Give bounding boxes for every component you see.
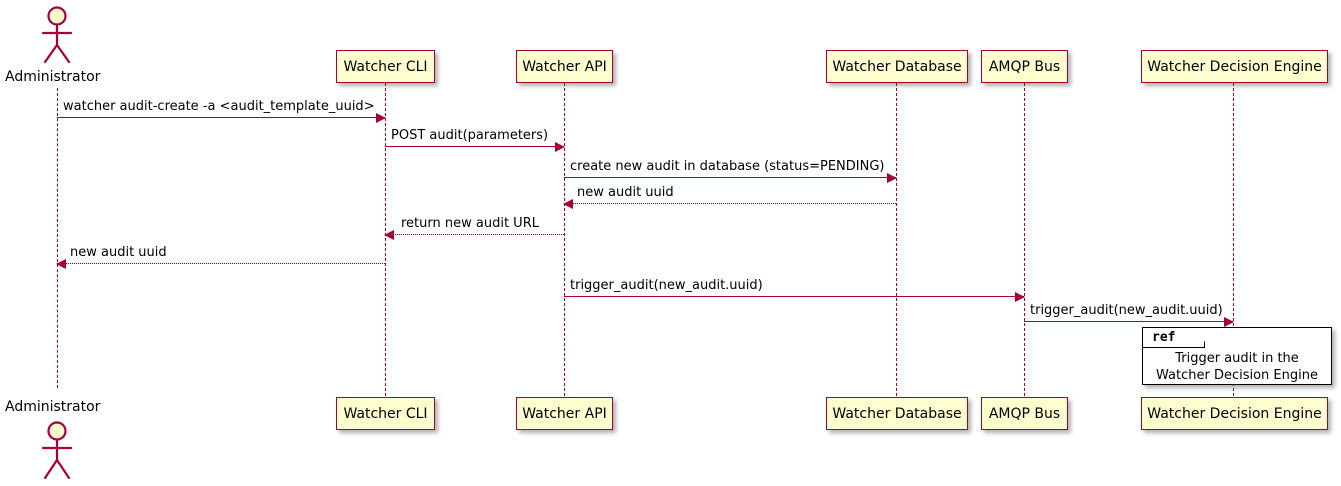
participant-watcher-api-bottom[interactable]: Watcher API — [516, 397, 613, 430]
participant-watcher-cli-bottom[interactable]: Watcher CLI — [336, 397, 435, 430]
lifeline-administrator — [57, 88, 58, 388]
message-label: POST audit(parameters) — [391, 127, 549, 143]
message-label: return new audit URL — [401, 215, 539, 231]
message-line — [57, 117, 385, 118]
participant-watcher-cli-top[interactable]: Watcher CLI — [336, 50, 435, 83]
message-line — [57, 263, 385, 264]
message-label: create new audit in database (status=PEN… — [570, 158, 885, 174]
message-line — [564, 296, 1024, 297]
participant-label-watcher-database-top: Watcher Database — [832, 58, 962, 75]
arrowhead-right-icon — [1224, 316, 1234, 327]
ref-fragment: ref Trigger audit in the Watcher Decisio… — [1142, 327, 1332, 385]
actor-label-administrator-bottom: Administrator — [5, 399, 101, 415]
message-label: new audit uuid — [577, 184, 674, 200]
participant-watcher-database-bottom[interactable]: Watcher Database — [826, 397, 968, 430]
message-line — [564, 177, 896, 178]
participant-watcher-decision-engine-top[interactable]: Watcher Decision Engine — [1141, 50, 1328, 83]
message-line — [385, 146, 564, 147]
message-line — [564, 203, 896, 204]
participant-label-amqp-bus-top: AMQP Bus — [988, 58, 1061, 75]
ref-fragment-line-1: Trigger audit in the — [1175, 351, 1299, 366]
message-label: trigger_audit(new_audit.uuid) — [570, 277, 763, 293]
ref-fragment-body: Trigger audit in the Watcher Decision En… — [1143, 350, 1331, 384]
message-label: watcher audit-create -a <audit_template_… — [63, 98, 375, 114]
lifeline-watcher-api — [564, 83, 565, 396]
message-line — [385, 234, 564, 235]
participant-label-watcher-decision-engine-bottom: Watcher Decision Engine — [1147, 405, 1322, 422]
actor-label-administrator-top: Administrator — [5, 69, 101, 85]
ref-fragment-line-2: Watcher Decision Engine — [1156, 368, 1318, 383]
participant-label-watcher-decision-engine-top: Watcher Decision Engine — [1147, 58, 1322, 75]
message-label: trigger_audit(new_audit.uuid) — [1030, 302, 1223, 318]
arrowhead-left-icon — [56, 258, 66, 269]
participant-label-watcher-database-bottom: Watcher Database — [832, 405, 962, 422]
participant-label-watcher-api-bottom: Watcher API — [522, 405, 607, 422]
lifeline-watcher-database — [896, 83, 897, 396]
lifeline-watcher-decision-engine — [1233, 83, 1234, 396]
participant-label-amqp-bus-bottom: AMQP Bus — [988, 405, 1061, 422]
participant-amqp-bus-bottom[interactable]: AMQP Bus — [981, 397, 1068, 430]
participant-amqp-bus-top[interactable]: AMQP Bus — [981, 50, 1068, 83]
arrowhead-right-icon — [887, 172, 897, 183]
participant-watcher-database-top[interactable]: Watcher Database — [826, 50, 968, 83]
participant-watcher-decision-engine-bottom[interactable]: Watcher Decision Engine — [1141, 397, 1328, 430]
arrowhead-left-icon — [563, 198, 573, 209]
participant-watcher-api-top[interactable]: Watcher API — [516, 50, 613, 83]
participant-label-watcher-api-top: Watcher API — [522, 58, 607, 75]
message-label: new audit uuid — [70, 244, 167, 260]
arrowhead-left-icon — [384, 229, 394, 240]
actor-administrator-top — [34, 5, 80, 64]
arrowhead-right-icon — [376, 112, 386, 123]
message-line — [1024, 321, 1233, 322]
participant-label-watcher-cli-bottom: Watcher CLI — [343, 405, 428, 422]
arrowhead-right-icon — [555, 141, 565, 152]
actor-administrator-bottom — [34, 420, 80, 480]
participant-label-watcher-cli-top: Watcher CLI — [343, 58, 428, 75]
ref-fragment-tag: ref — [1152, 330, 1176, 345]
lifeline-amqp-bus — [1024, 83, 1025, 396]
arrowhead-right-icon — [1015, 291, 1025, 302]
lifeline-watcher-cli — [385, 83, 386, 396]
